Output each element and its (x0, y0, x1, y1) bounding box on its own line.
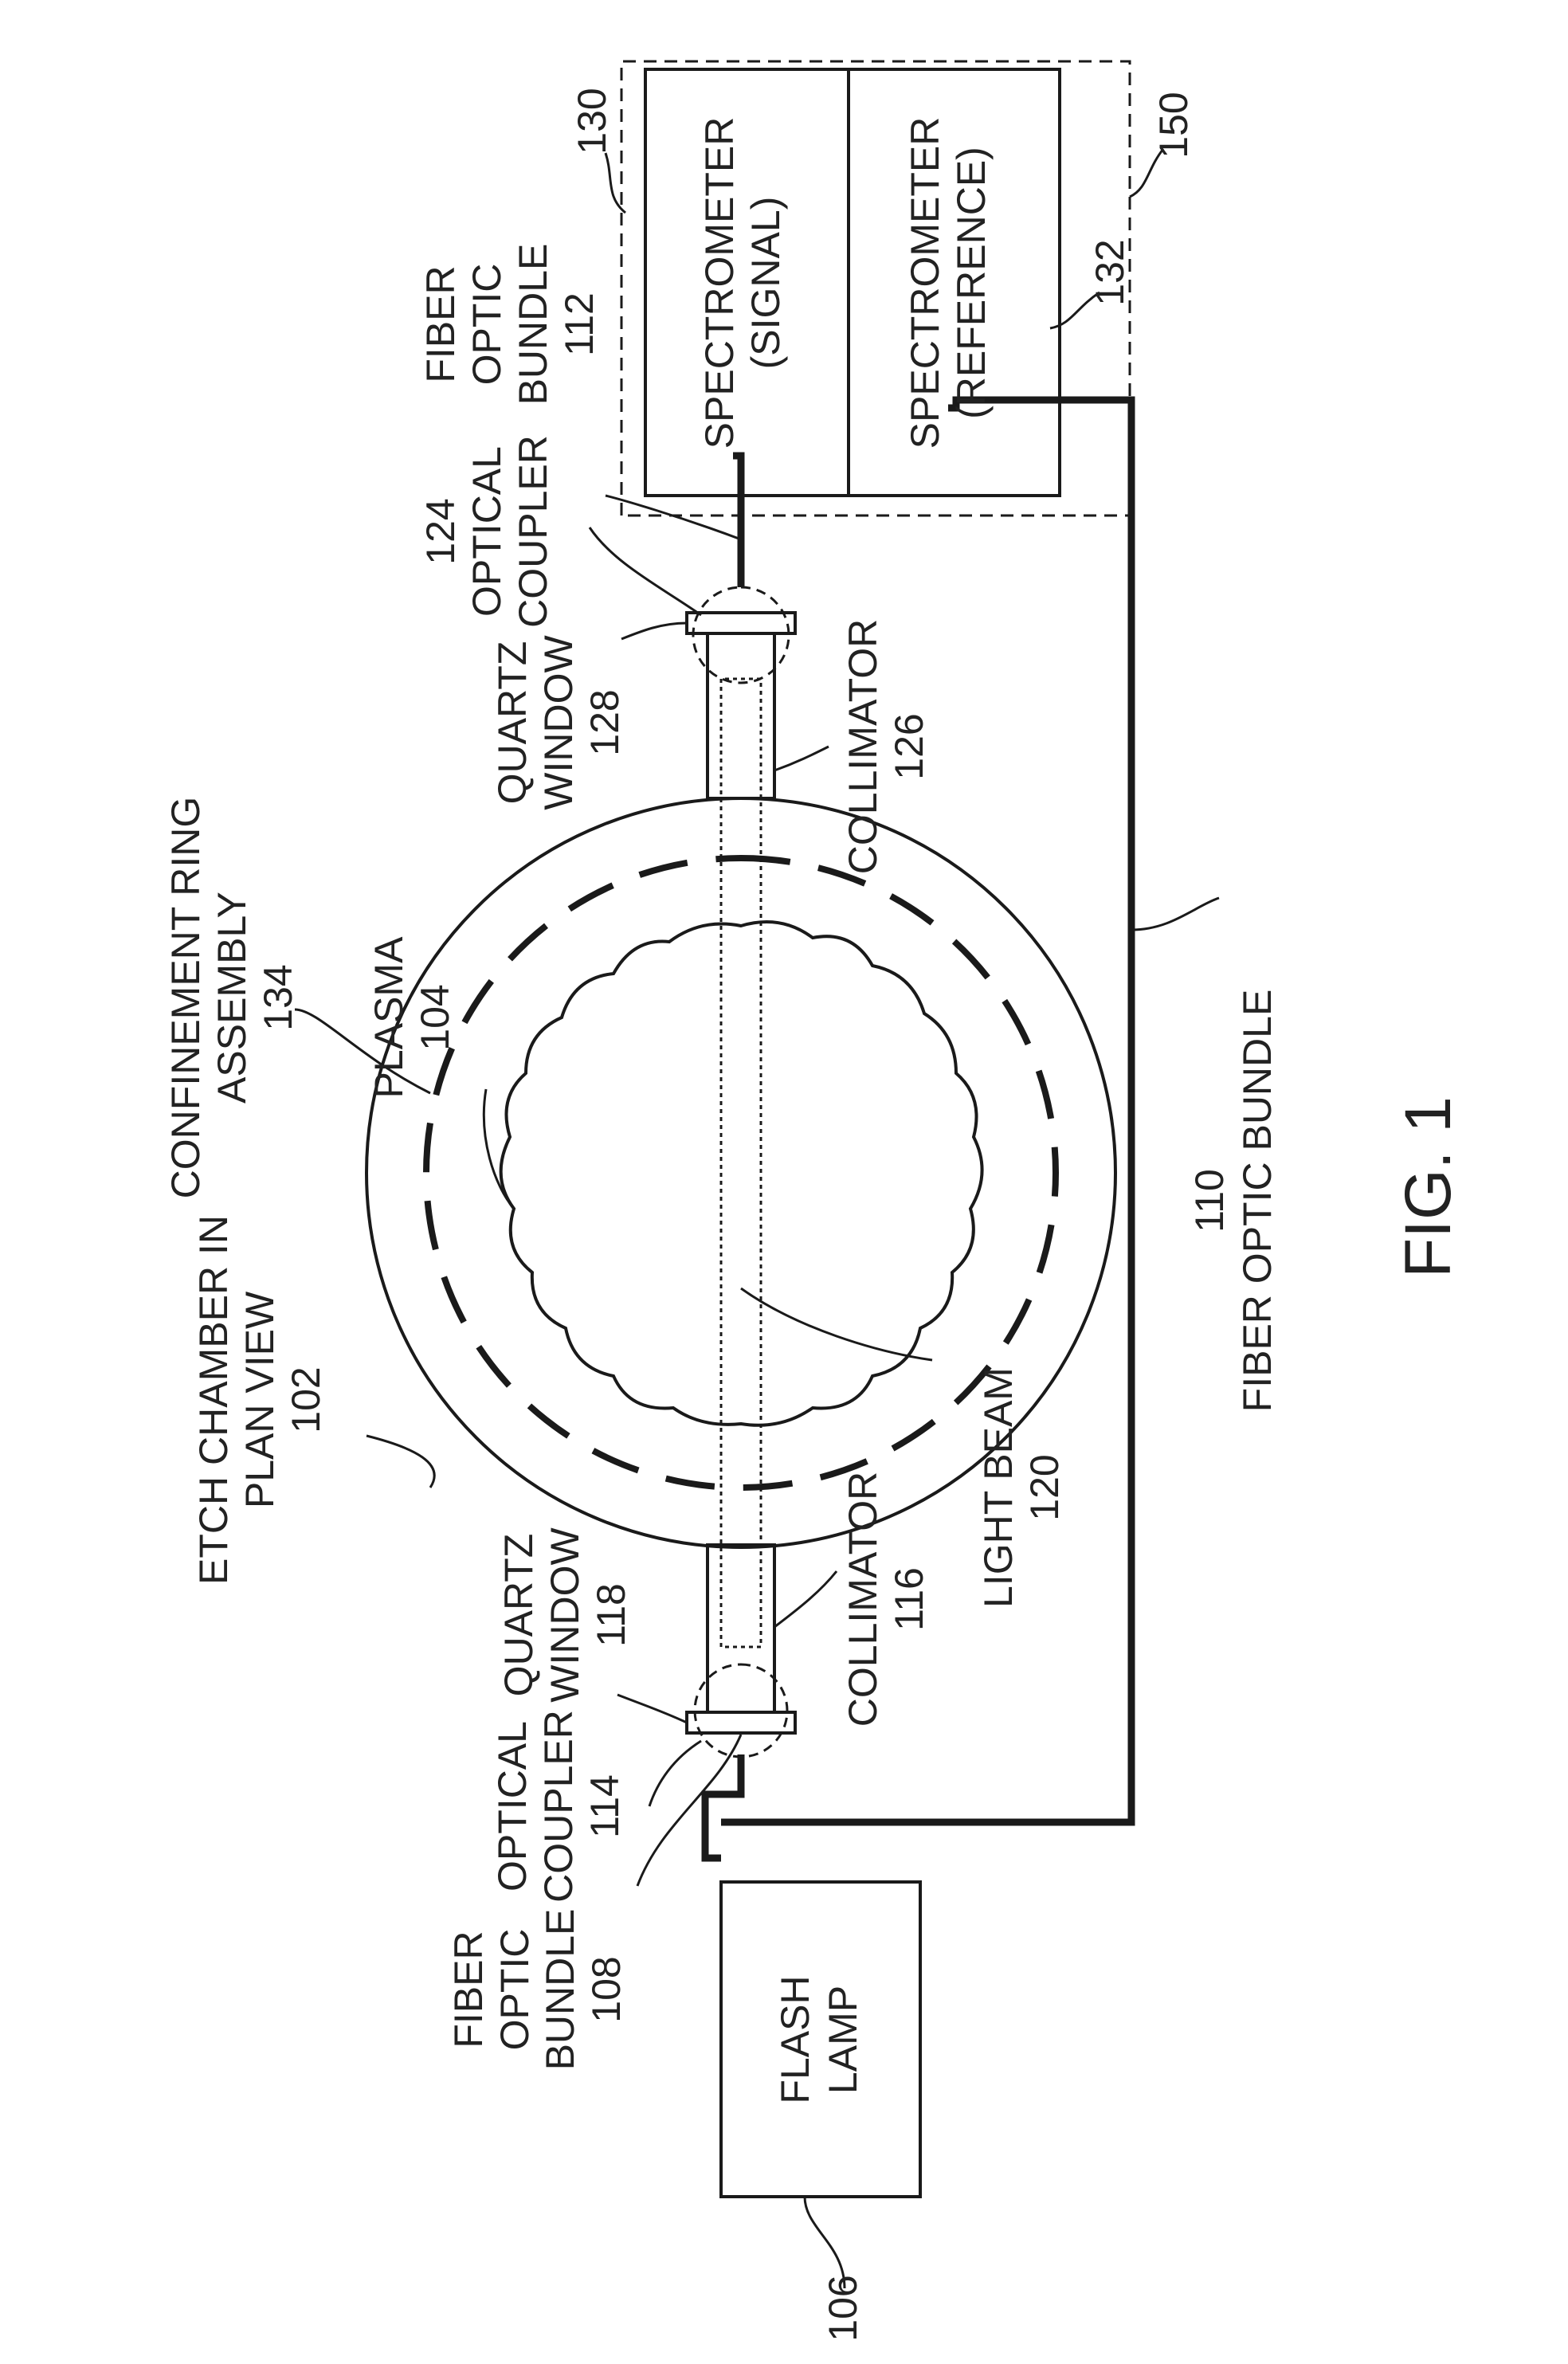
svg-text:102: 102 (284, 1366, 328, 1433)
svg-text:OPTICAL: OPTICAL (490, 1721, 535, 1892)
collimator-126 (708, 633, 774, 798)
collimator-116 (708, 1545, 774, 1712)
svg-text:LIGHT BEAM: LIGHT BEAM (976, 1367, 1021, 1608)
fiber-bundle-112 (733, 456, 741, 587)
label-quartz-window-128: QUARTZ WINDOW 128 (490, 635, 627, 810)
quartz-window-128 (687, 613, 795, 633)
svg-text:LAMP: LAMP (821, 1986, 865, 2094)
svg-text:110: 110 (1187, 1169, 1232, 1233)
leader-112 (606, 496, 741, 539)
svg-text:QUARTZ: QUARTZ (490, 641, 535, 805)
leader-102 (367, 1436, 434, 1488)
ref-106: 106 (821, 2275, 865, 2341)
label-fiber-bundle-112: FIBER OPTIC BUNDLE 112 (418, 244, 602, 406)
label-spectrometer-reference: SPECTROMETER (REFERENCE) (903, 117, 994, 449)
svg-text:FIBER OPTIC BUNDLE: FIBER OPTIC BUNDLE (1235, 990, 1280, 1413)
figure-caption: FIG. 1 (1392, 1096, 1464, 1278)
label-confinement-ring: CONFINEMENT RING ASSEMBLY 134 (163, 797, 300, 1199)
svg-text:WINDOW: WINDOW (543, 1527, 587, 1703)
ref-132: 132 (1088, 239, 1132, 305)
svg-text:124: 124 (418, 498, 463, 564)
label-flash-lamp: FLASH LAMP (773, 1975, 865, 2103)
leader-110 (1131, 898, 1219, 930)
svg-text:118: 118 (589, 1583, 633, 1647)
svg-text:FLASH: FLASH (773, 1975, 817, 2103)
svg-text:FIBER: FIBER (418, 265, 463, 382)
svg-text:QUARTZ: QUARTZ (496, 1534, 541, 1697)
svg-text:SPECTROMETER: SPECTROMETER (697, 117, 742, 449)
leader-114 (649, 1741, 701, 1806)
system-drawing: FLASH LAMP 106 FIBER OPTIC BUNDLE 108 OP… (163, 61, 1280, 2342)
leader-104 (484, 1089, 514, 1209)
label-light-beam: LIGHT BEAM 120 (976, 1367, 1067, 1608)
svg-text:COLLIMATOR: COLLIMATOR (841, 1472, 885, 1727)
label-etch-chamber: ETCH CHAMBER IN PLAN VIEW 102 (191, 1215, 328, 1585)
leader-124 (590, 527, 701, 615)
label-quartz-window-118: QUARTZ WINDOW 118 (496, 1527, 633, 1703)
leader-106 (805, 2197, 845, 2288)
leader-118 (617, 1695, 687, 1723)
leader-128 (621, 623, 687, 639)
leader-120 (741, 1288, 932, 1360)
label-spectrometer-signal: SPECTROMETER (SIGNAL) (697, 117, 788, 449)
label-fiber-optic-bundle-110: 110 FIBER OPTIC BUNDLE (1187, 990, 1280, 1413)
svg-text:BUNDLE: BUNDLE (511, 244, 555, 406)
svg-text:128: 128 (582, 689, 627, 755)
svg-text:PLAN VIEW: PLAN VIEW (237, 1291, 282, 1508)
svg-text:FIBER: FIBER (446, 1931, 491, 2048)
svg-text:(REFERENCE): (REFERENCE) (949, 147, 994, 419)
svg-text:COUPLER: COUPLER (536, 1710, 581, 1903)
svg-text:CONFINEMENT RING: CONFINEMENT RING (163, 797, 208, 1199)
svg-text:ETCH CHAMBER IN: ETCH CHAMBER IN (191, 1215, 236, 1585)
svg-text:OPTIC: OPTIC (465, 264, 509, 386)
label-collimator-116: COLLIMATOR 116 (841, 1472, 931, 1727)
confinement-ring (426, 858, 1056, 1488)
leader-116 (774, 1571, 837, 1627)
svg-text:BUNDLE: BUNDLE (538, 1909, 582, 2071)
label-optical-coupler-114: OPTICAL COUPLER 114 (490, 1710, 627, 1903)
svg-text:WINDOW: WINDOW (536, 635, 581, 810)
label-optical-coupler-124: 124 OPTICAL COUPLER (418, 435, 555, 628)
svg-text:SPECTROMETER: SPECTROMETER (903, 117, 947, 449)
leader-126 (774, 747, 829, 770)
label-collimator-126: COLLIMATOR 126 (841, 619, 931, 874)
quartz-window-118 (687, 1712, 795, 1733)
svg-text:(SIGNAL): (SIGNAL) (743, 197, 788, 370)
svg-text:120: 120 (1022, 1454, 1067, 1520)
svg-text:134: 134 (256, 964, 300, 1030)
plasma-cloud (501, 922, 982, 1425)
svg-text:OPTICAL: OPTICAL (465, 446, 509, 617)
svg-text:OPTIC: OPTIC (492, 1929, 537, 2051)
ref-150: 150 (1151, 92, 1196, 158)
svg-text:104: 104 (413, 984, 457, 1050)
svg-text:PLASMA: PLASMA (367, 936, 411, 1099)
svg-text:COLLIMATOR: COLLIMATOR (841, 619, 885, 874)
svg-text:COUPLER: COUPLER (511, 435, 555, 628)
light-beam (721, 679, 761, 1647)
svg-text:ASSEMBLY: ASSEMBLY (210, 892, 254, 1104)
label-fiber-bundle-108: FIBER OPTIC BUNDLE 108 (446, 1909, 629, 2071)
svg-text:112: 112 (557, 292, 602, 356)
svg-text:114: 114 (582, 1774, 627, 1838)
svg-text:108: 108 (584, 1956, 629, 2022)
svg-text:126: 126 (887, 713, 931, 779)
leader-108 (637, 1735, 741, 1886)
fiber-bundle-108 (705, 1754, 741, 1858)
svg-text:116: 116 (887, 1567, 931, 1631)
ref-130: 130 (570, 88, 614, 154)
